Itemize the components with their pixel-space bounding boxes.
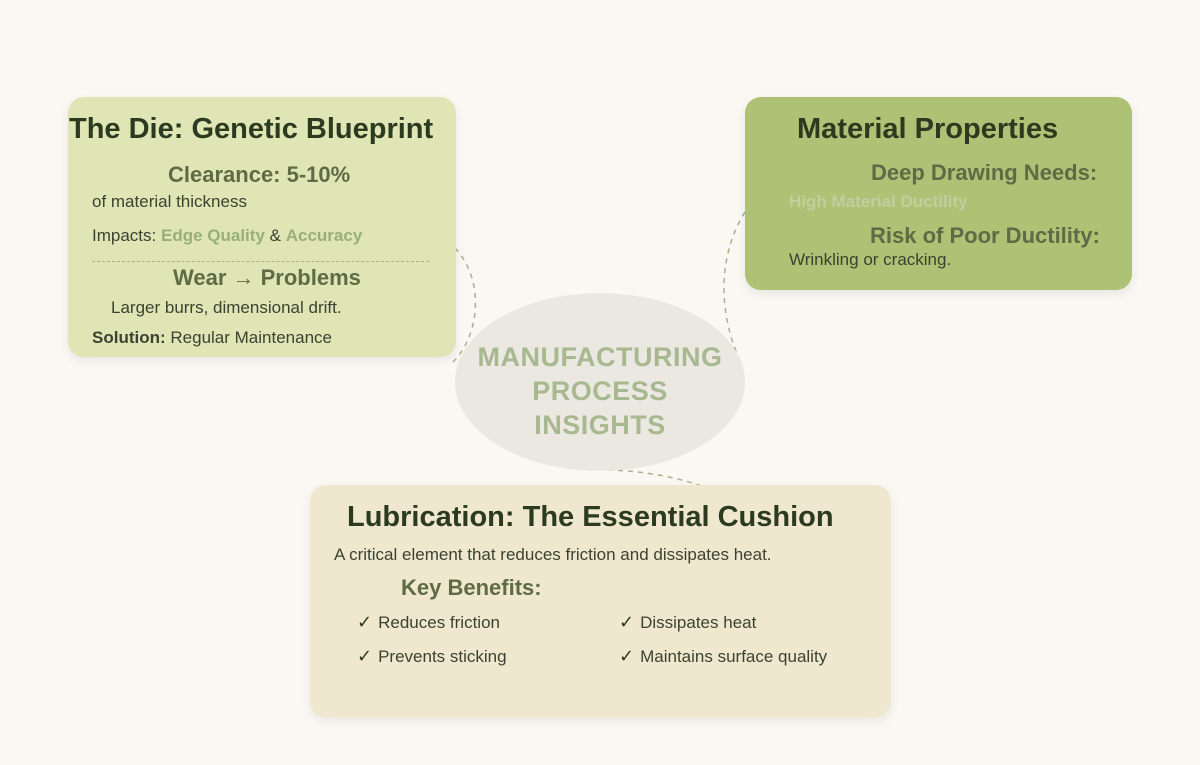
benefit-label: Maintains surface quality: [640, 647, 828, 666]
center-title-line3: INSIGHTS: [534, 410, 666, 440]
solution-line: Solution: Regular Maintenance: [92, 328, 332, 348]
benefit-item: ✓ Prevents sticking: [357, 646, 507, 667]
impacts-label: Impacts:: [92, 226, 157, 245]
impact-amp: &: [269, 226, 281, 245]
lubrication-title: Lubrication: The Essential Cushion: [347, 501, 834, 533]
center-title: MANUFACTURING PROCESS INSIGHTS: [455, 340, 745, 442]
check-icon: ✓: [357, 612, 373, 632]
center-title-line1: MANUFACTURING: [477, 342, 723, 372]
needs-heading: Deep Drawing Needs:: [871, 160, 1098, 185]
benefit-label: Reduces friction: [378, 613, 500, 632]
solution-label: Solution:: [92, 328, 166, 347]
die-title: The Die: Genetic Blueprint: [69, 113, 434, 145]
check-icon: ✓: [357, 646, 373, 666]
wear-desc: Larger burrs, dimensional drift.: [111, 298, 342, 317]
die-card: The Die: Genetic Blueprint Clearance: 5-…: [68, 97, 456, 357]
impact-edge-quality: Edge Quality: [160, 226, 265, 245]
lubrication-desc: A critical element that reduces friction…: [334, 545, 772, 564]
clearance-desc: of material thickness: [92, 192, 247, 211]
connector-die: [452, 247, 477, 363]
risk-text: Wrinkling or cracking.: [789, 250, 952, 269]
material-card: Material Properties Deep Drawing Needs: …: [745, 97, 1132, 290]
benefit-item: ✓ Maintains surface quality: [619, 646, 827, 667]
impact-accuracy: Accuracy: [285, 226, 363, 245]
lubrication-card: Lubrication: The Essential Cushion A cri…: [310, 485, 891, 717]
check-icon: ✓: [619, 646, 635, 666]
clearance-heading: Clearance: 5-10%: [168, 162, 351, 187]
benefits-heading: Key Benefits:: [401, 575, 542, 600]
risk-heading: Risk of Poor Ductility:: [870, 223, 1100, 248]
check-icon: ✓: [619, 612, 635, 632]
material-title: Material Properties: [797, 113, 1059, 145]
benefit-label: Prevents sticking: [378, 647, 507, 666]
solution-text: Regular Maintenance: [170, 328, 332, 347]
impacts-line: Impacts: Edge Quality & Accuracy: [92, 226, 362, 246]
benefit-label: Dissipates heat: [640, 613, 757, 632]
benefit-item: ✓ Dissipates heat: [619, 612, 756, 633]
needs-text: High Material Ductility: [789, 192, 968, 211]
center-title-line2: PROCESS: [532, 376, 668, 406]
benefit-item: ✓ Reduces friction: [357, 612, 500, 633]
center-ellipse: [455, 293, 745, 471]
die-divider: [92, 261, 429, 262]
wear-heading: Wear → Problems: [173, 265, 361, 290]
